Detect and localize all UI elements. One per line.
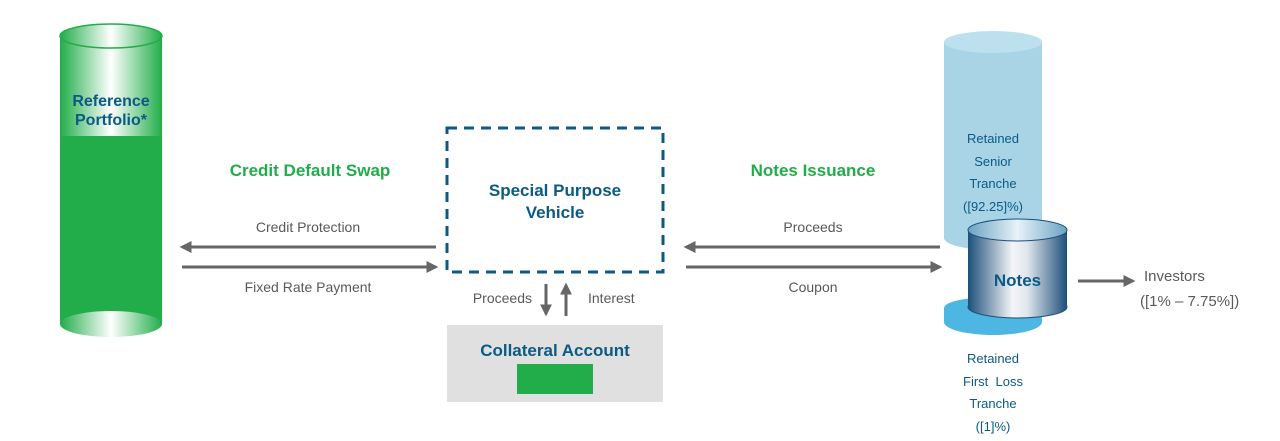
reference-portfolio-label: Reference Portfolio* xyxy=(60,92,162,130)
collateral-green-block xyxy=(517,364,593,394)
reference-portfolio-cylinder xyxy=(59,23,163,337)
first-loss-tranche-label: Retained First Loss Tranche ([1]%) xyxy=(944,348,1042,438)
spv-line1: Special Purpose xyxy=(488,181,622,200)
cds-title: Credit Default Swap xyxy=(229,161,391,180)
senior-tranche-line: Senior xyxy=(974,153,1012,169)
investors-label: Investors xyxy=(1144,268,1205,285)
first-loss-line: Retained xyxy=(966,351,1020,366)
coupon-label: Coupon xyxy=(788,279,838,295)
credit-protection-label: Credit Protection xyxy=(255,219,361,235)
first-loss-line: Tranche xyxy=(969,396,1017,411)
first-loss-line: ([1]%) xyxy=(975,418,1011,434)
collateral-proceeds-label: Proceeds xyxy=(472,290,532,306)
senior-tranche-line: Tranche xyxy=(969,176,1017,191)
collateral-account-title: Collateral Account xyxy=(480,341,630,360)
fixed-rate-payment-label: Fixed Rate Payment xyxy=(244,279,372,295)
senior-tranche-line: ([92.25]%) xyxy=(963,198,1023,214)
investors-range: ([1% – 7.75%]) xyxy=(1140,293,1240,310)
notes-issuance-title: Notes Issuance xyxy=(750,161,876,180)
first-loss-line: First Loss xyxy=(963,373,1023,389)
spv-box xyxy=(445,126,665,274)
notes-cylinder xyxy=(967,218,1068,319)
senior-tranche-line: Retained xyxy=(966,131,1020,146)
senior-tranche-cylinder xyxy=(944,31,1042,250)
reference-portfolio-line2: Portfolio* xyxy=(75,112,147,129)
notes-label: Notes xyxy=(993,271,1042,290)
spv-line2: Vehicle xyxy=(525,203,585,222)
reference-portfolio-line1: Reference xyxy=(72,93,150,110)
notes-proceeds-label: Proceeds xyxy=(783,219,843,235)
collateral-interest-label: Interest xyxy=(588,290,635,306)
spv-label: Special Purpose Vehicle xyxy=(447,180,663,224)
senior-tranche-label: Retained Senior Tranche ([92.25]%) xyxy=(944,128,1042,218)
